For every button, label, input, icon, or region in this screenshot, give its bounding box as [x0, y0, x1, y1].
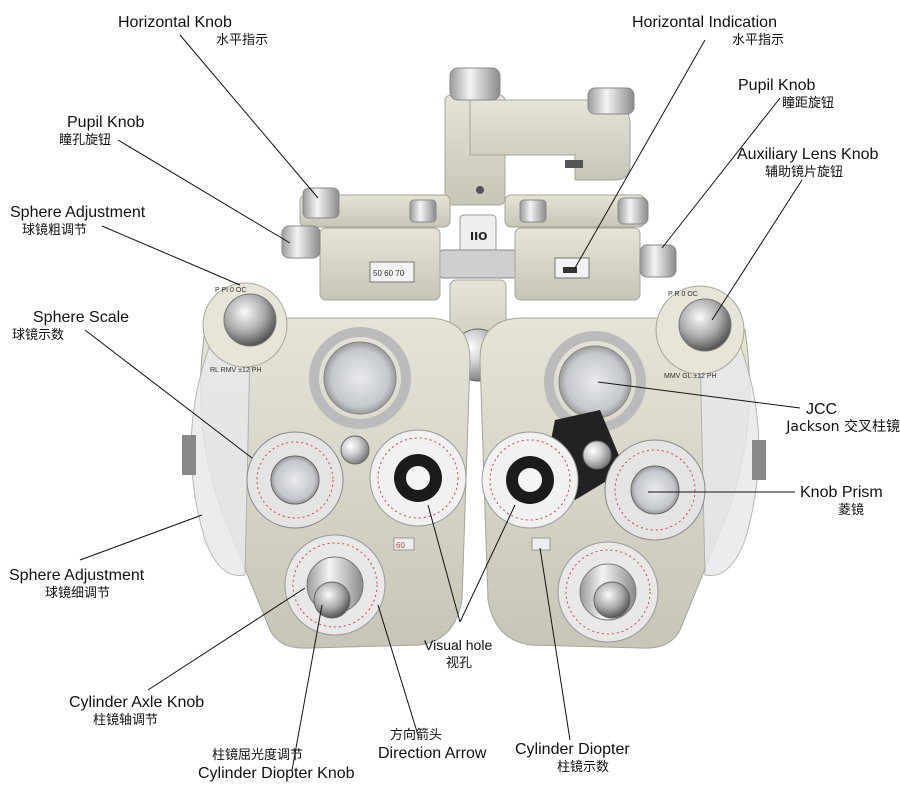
label-knob-prism-zh: 菱镜: [838, 503, 865, 518]
label-sphere-adjustment-bottom-zh: 球镜细调节: [45, 586, 111, 601]
leader-pupil-knob-right: [661, 97, 781, 249]
label-cylinder-diopter-en: Cylinder Diopter: [515, 741, 630, 758]
label-cylinder-axle-knob: Cylinder Axle Knob 柱镜轴调节: [69, 693, 204, 729]
right-housing: P R 0 OC MMV GL ±12 PH: [479, 285, 766, 649]
label-horizontal-knob-zh: 水平指示: [216, 33, 269, 48]
label-pupil-knob-left-zh: 瞳孔旋钮: [59, 133, 112, 148]
label-direction-arrow-zh: 方向箭头: [390, 728, 443, 743]
leader-cylinder-diopter-knob: [291, 604, 323, 771]
label-knob-prism-en: Knob Prism: [800, 484, 883, 501]
label-cylinder-axle-knob-zh: 柱镜轴调节: [93, 713, 159, 728]
left-housing: P PI 0 OC RL RMV ±12 PH 60: [182, 282, 471, 649]
label-pupil-knob-left-en: Pupil Knob: [67, 114, 145, 131]
label-visual-hole-zh: 视孔: [446, 656, 473, 671]
label-sphere-scale-en: Sphere Scale: [33, 309, 130, 326]
leader-auxiliary-lens-knob: [711, 179, 803, 321]
leader-pupil-knob-left: [117, 139, 291, 244]
label-sphere-adjustment-top: Sphere Adjustment 球镜粗调节: [10, 203, 145, 239]
label-pupil-knob-right-zh: 瞳距旋钮: [782, 96, 835, 111]
label-auxiliary-lens-knob: Auxiliary Lens Knob 辅助镜片旋钮: [737, 145, 878, 181]
label-sphere-adjustment-bottom: Sphere Adjustment 球镜细调节: [9, 566, 144, 602]
label-horizontal-indication-en: Horizontal Indication: [632, 14, 777, 31]
label-cylinder-diopter-knob-en: Cylinder Diopter Knob: [198, 765, 355, 782]
label-auxiliary-lens-knob-zh: 辅助镜片旋钮: [765, 165, 844, 180]
label-jcc-zh: Jackson 交叉柱镜: [786, 419, 900, 435]
leader-horizontal-knob: [179, 34, 319, 199]
leader-visual-hole-right: [459, 504, 516, 623]
label-sphere-adjustment-top-zh: 球镜粗调节: [22, 223, 88, 238]
left-scale-sub: RL RMV ±12 PH: [210, 367, 261, 374]
leader-cylinder-axle-knob: [147, 587, 306, 691]
left-scale-marks: P PI 0 OC: [215, 287, 246, 294]
leader-sphere-scale: [84, 329, 253, 459]
label-horizontal-knob: Horizontal Knob 水平指示: [118, 13, 268, 49]
label-pupil-knob-left: Pupil Knob 瞳孔旋钮: [59, 113, 145, 149]
leader-horizontal-indication: [574, 39, 706, 269]
top-column: IIO: [439, 67, 635, 279]
label-visual-hole: Visual hole 视孔: [424, 636, 492, 672]
small-window-value: 60: [396, 541, 405, 550]
label-sphere-scale: Sphere Scale 球镜示数: [12, 308, 130, 344]
leader-direction-arrow: [377, 604, 419, 736]
label-sphere-adjustment-bottom-en: Sphere Adjustment: [9, 567, 145, 584]
label-jcc: JCC Jackson 交叉柱镜: [773, 400, 900, 436]
label-horizontal-knob-en: Horizontal Knob: [118, 14, 232, 31]
label-horizontal-indication: Horizontal Indication 水平指示: [632, 13, 784, 49]
label-direction-arrow: 方向箭头 Direction Arrow: [378, 727, 486, 763]
leader-jcc: [597, 381, 801, 409]
leader-visual-hole-left: [427, 504, 461, 623]
leader-lines: [79, 34, 803, 771]
label-cylinder-diopter-knob-zh: 柱镜屈光度调节: [212, 748, 304, 763]
top-label-text: IIO: [470, 230, 488, 243]
label-cylinder-diopter-zh: 柱镜示数: [557, 760, 610, 775]
label-cylinder-diopter-knob: 柱镜屈光度调节 Cylinder Diopter Knob: [198, 747, 355, 783]
label-sphere-scale-zh: 球镜示数: [12, 328, 65, 343]
label-pupil-knob-right-en: Pupil Knob: [738, 77, 816, 94]
right-scale-marks: P R 0 OC: [668, 291, 698, 298]
label-horizontal-indication-zh: 水平指示: [732, 33, 785, 48]
label-sphere-adjustment-top-en: Sphere Adjustment: [10, 204, 146, 221]
right-scale-sub: MMV GL ±12 PH: [664, 373, 717, 380]
leader-cylinder-diopter: [539, 547, 571, 741]
label-pupil-knob-right: Pupil Knob 瞳距旋钮: [738, 76, 834, 112]
label-auxiliary-lens-knob-en: Auxiliary Lens Knob: [737, 146, 879, 163]
leader-sphere-adjustment-top: [101, 225, 241, 286]
label-cylinder-axle-knob-en: Cylinder Axle Knob: [69, 694, 205, 711]
label-cylinder-diopter: Cylinder Diopter 柱镜示数: [515, 740, 630, 776]
leader-sphere-adjustment-bottom: [79, 514, 203, 561]
label-jcc-en: JCC: [806, 401, 838, 418]
label-direction-arrow-en: Direction Arrow: [378, 745, 487, 762]
label-knob-prism: Knob Prism 菱镜: [800, 483, 883, 519]
pupil-window-values: 50 60 70: [373, 269, 405, 278]
label-visual-hole-en: Visual hole: [424, 637, 493, 653]
